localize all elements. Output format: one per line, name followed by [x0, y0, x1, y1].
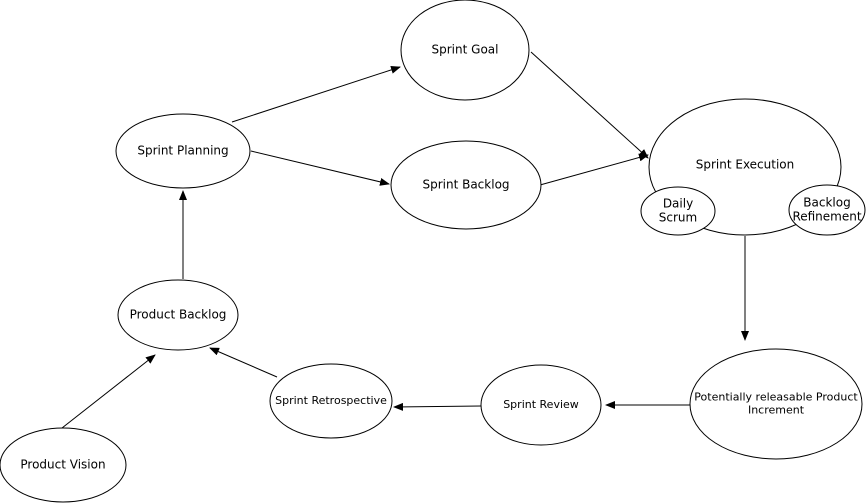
node-backlog-refinement-label: Refinement: [792, 210, 861, 224]
node-sprint-retrospective: Sprint Retrospective: [269, 363, 393, 439]
node-sprint-review-label: Sprint Review: [503, 398, 579, 411]
node-product-vision: Product Vision: [0, 427, 127, 503]
node-sprint-goal-shape: [400, 0, 530, 101]
node-sprint-backlog-shape: [390, 140, 542, 230]
node-sprint-planning: Sprint Planning: [115, 113, 251, 189]
node-sprint-review-shape: [480, 364, 602, 446]
node-daily-scrum-label: Daily: [663, 197, 693, 211]
node-sprint-backlog: Sprint Backlog: [390, 140, 542, 230]
node-product-vision-label: Product Vision: [20, 458, 105, 472]
node-sprint-planning-label: Sprint Planning: [137, 144, 228, 158]
node-sprint-backlog-label: Sprint Backlog: [422, 178, 509, 192]
node-sprint-planning-shape: [115, 113, 251, 189]
node-backlog-refinement-label: Backlog: [803, 196, 850, 210]
node-sprint-review: Sprint Review: [480, 364, 602, 446]
arrow-sprint-backlog-to-sprint-execution: [539, 153, 649, 186]
node-product-backlog-label: Product Backlog: [130, 308, 227, 322]
node-sprint-retrospective-label: Sprint Retrospective: [275, 394, 387, 407]
node-product-vision-shape: [0, 427, 127, 503]
node-potentially-releasable-increment-label: Increment: [748, 404, 805, 417]
arrow-sprint-retrospective-to-product-backlog: [209, 347, 278, 378]
node-backlog-refinement-shape: [788, 184, 866, 236]
arrow-sprint-goal-to-sprint-execution: [530, 51, 649, 159]
node-product-backlog-shape: [117, 279, 239, 351]
arrow-sprint-planning-to-sprint-goal: [231, 65, 401, 123]
node-sprint-goal: Sprint Goal: [400, 0, 530, 101]
node-potentially-releasable-increment-shape: [689, 348, 863, 460]
node-sprint-execution-label: Sprint Execution: [696, 158, 795, 172]
node-potentially-releasable-increment-label: Potentially releasable Product: [694, 391, 858, 404]
node-product-backlog: Product Backlog: [117, 279, 239, 351]
arrow-product-vision-to-product-backlog: [61, 354, 156, 429]
arrow-sprint-planning-to-sprint-backlog: [250, 150, 390, 186]
edges-layer: [61, 51, 749, 429]
node-daily-scrum-shape: [640, 186, 716, 236]
node-sprint-goal-label: Sprint Goal: [432, 43, 499, 57]
arrow-sprint-review-to-sprint-retrospective: [393, 402, 482, 411]
node-sprint-retrospective-shape: [269, 363, 393, 439]
node-daily-scrum-label: Scrum: [659, 211, 697, 225]
